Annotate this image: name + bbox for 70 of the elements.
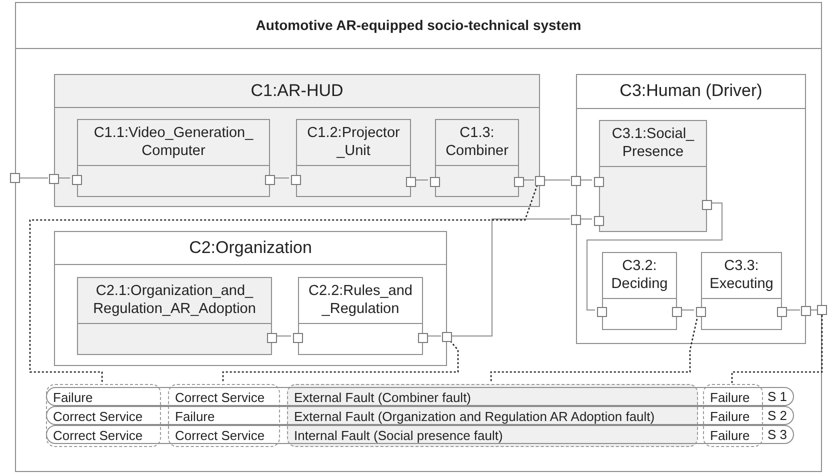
component-box xyxy=(77,277,272,355)
port-square xyxy=(10,173,20,183)
state-column xyxy=(46,384,161,447)
scenario-label: S 1 xyxy=(767,388,787,405)
port-square xyxy=(571,215,581,225)
state-label: Internal Fault (Social presence fault) xyxy=(294,427,503,444)
component-title: C2.2:Rules_and _Regulation xyxy=(299,278,422,324)
state-label: External Fault (Combiner fault) xyxy=(294,389,472,406)
port-square xyxy=(594,216,604,226)
component-title: C2:Organization xyxy=(55,232,446,265)
port-square xyxy=(702,200,712,210)
state-label: Failure xyxy=(710,427,750,444)
connector-line xyxy=(450,218,570,336)
component-box xyxy=(296,119,411,197)
component-title: C2.1:Organization_and_ Regulation_AR_Adoption xyxy=(78,278,271,324)
port-square xyxy=(535,176,545,186)
state-label: Failure xyxy=(175,408,215,425)
port-square xyxy=(442,332,452,342)
port-square xyxy=(514,177,524,187)
component-title: C3.2: Deciding xyxy=(603,253,676,299)
connector-line xyxy=(580,218,592,220)
component-title: C1.2:Projector _Unit xyxy=(297,120,410,166)
connector-line xyxy=(586,202,722,310)
port-square xyxy=(696,307,706,317)
port-square xyxy=(406,177,416,187)
port-square xyxy=(817,305,827,315)
component-title: C3.1:Social_ Presence xyxy=(600,121,706,167)
scenario-label: S 3 xyxy=(767,426,787,443)
leader-line xyxy=(29,184,538,383)
state-label: Correct Service xyxy=(175,389,265,406)
state-label: Correct Service xyxy=(53,427,143,444)
state-label: Failure xyxy=(710,389,750,406)
system-frame xyxy=(15,2,822,472)
port-square xyxy=(571,176,581,186)
port-square xyxy=(291,175,301,185)
component-box xyxy=(54,231,447,366)
port-square xyxy=(777,307,787,317)
port-square xyxy=(267,333,277,343)
component-title: C3:Human (Driver) xyxy=(577,75,805,109)
port-square xyxy=(801,306,811,316)
port-square xyxy=(49,174,59,184)
leader-line xyxy=(222,340,459,383)
component-box xyxy=(576,74,806,344)
component-title: C1.1:Video_Generation_ Computer xyxy=(78,120,269,166)
component-title: C1.3: Combiner xyxy=(436,120,518,166)
state-column xyxy=(168,384,280,447)
port-square xyxy=(672,307,682,317)
component-box xyxy=(54,74,540,207)
frame-title: Automotive AR-equipped socio-technical system xyxy=(16,3,821,49)
state-column xyxy=(703,384,763,447)
port-square xyxy=(597,307,607,317)
component-title: C3.3: Executing xyxy=(702,253,781,299)
state-label: Failure xyxy=(710,408,750,425)
leader-line xyxy=(731,315,823,383)
component-box xyxy=(435,119,519,197)
port-square xyxy=(265,175,275,185)
port-square xyxy=(418,333,428,343)
state-column xyxy=(287,384,698,447)
state-label: Correct Service xyxy=(175,427,265,444)
port-square xyxy=(430,177,440,187)
port-square xyxy=(72,175,82,185)
state-label: External Fault (Organization and Regulation AR Adoption fault) xyxy=(294,408,655,425)
port-square xyxy=(594,177,604,187)
state-label: Failure xyxy=(53,389,93,406)
state-label: Correct Service xyxy=(53,408,143,425)
component-title: C1:AR-HUD xyxy=(55,75,539,108)
scenario-label: S 2 xyxy=(767,407,787,424)
component-box xyxy=(599,120,707,232)
port-square xyxy=(293,333,303,343)
component-box xyxy=(77,119,270,197)
